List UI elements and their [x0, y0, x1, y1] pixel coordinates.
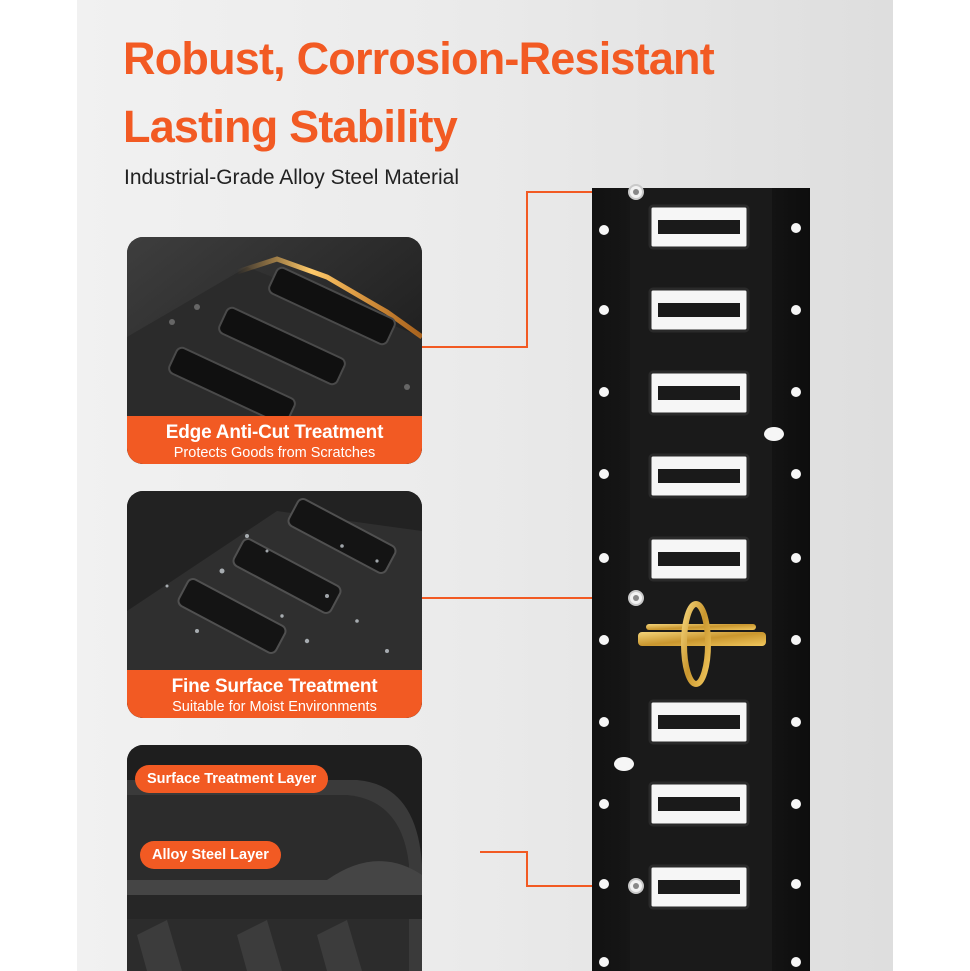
headline-line-2: Lasting Stability [123, 101, 458, 152]
surface-layer-label: Surface Treatment Layer [135, 765, 329, 793]
edge-feature-subtitle: Protects Goods from Scratches [173, 445, 376, 461]
surface-feature-subtitle: Suitable for Moist Environments [172, 699, 377, 715]
ring-fitting-image [638, 601, 766, 687]
alloy-layer-label: Alloy Steel Layer [140, 841, 281, 869]
surface-feature-title: Fine Surface Treatment [171, 676, 378, 697]
edge-feature-label: Edge Anti-Cut Treatment Protects Goods f… [127, 416, 422, 464]
surface-closeup-card: Fine Surface Treatment Suitable for Mois… [127, 491, 422, 718]
headline-line-1: Robust, Corrosion-Resistant [123, 33, 715, 84]
rail-image [592, 184, 810, 971]
edge-feature-title: Edge Anti-Cut Treatment [165, 422, 384, 443]
edge-closeup-image [127, 237, 422, 464]
subheadline: Industrial-Grade Alloy Steel Material [124, 166, 459, 189]
edge-closeup-card: Edge Anti-Cut Treatment Protects Goods f… [127, 237, 422, 464]
surface-feature-label: Fine Surface Treatment Suitable for Mois… [127, 670, 422, 718]
